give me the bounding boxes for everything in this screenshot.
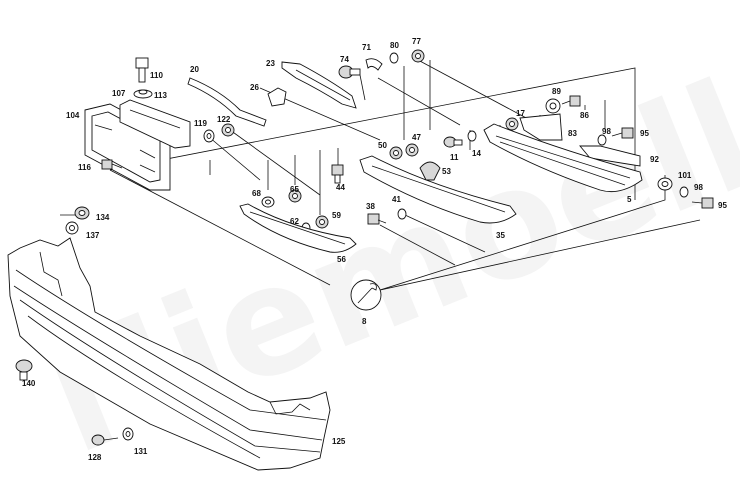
- washer-14-icon: [467, 130, 477, 142]
- screw-74-icon: [338, 65, 361, 79]
- callout-labels: 110 107 113 104 116 20 26 23 74 71 80 77…: [22, 37, 727, 462]
- nut-65-icon: [288, 189, 302, 203]
- leader-lines: [60, 59, 701, 291]
- bolt-110-icon: [135, 57, 149, 83]
- callout-20: 20: [190, 65, 199, 74]
- svg-text:Niemoeller: Niemoeller: [24, 0, 740, 489]
- callout-38: 38: [366, 202, 375, 211]
- plate-bracket: [119, 99, 191, 149]
- washer-137-icon: [65, 221, 79, 235]
- washer-119-icon: [203, 129, 215, 143]
- callout-59: 59: [332, 211, 341, 220]
- callout-86: 86: [580, 111, 589, 120]
- callout-113: 113: [154, 91, 167, 100]
- callout-137: 137: [86, 231, 100, 240]
- callout-98a: 98: [602, 127, 611, 136]
- screw-116-icon: [101, 159, 123, 170]
- callout-17: 17: [516, 109, 525, 118]
- nut-113-icon: [133, 89, 153, 99]
- callout-56: 56: [337, 255, 346, 264]
- callout-98b: 98: [694, 183, 703, 192]
- callout-128: 128: [88, 453, 102, 462]
- bumper-cover: [7, 237, 331, 471]
- callout-95a: 95: [640, 129, 649, 138]
- nut-17-icon: [505, 117, 519, 131]
- bolt-86-icon: [561, 95, 581, 107]
- callout-107: 107: [112, 89, 126, 98]
- callout-65: 65: [290, 185, 299, 194]
- callout-47: 47: [412, 133, 421, 142]
- callout-101: 101: [678, 171, 692, 180]
- clip-53-icon: [419, 161, 441, 181]
- bolt-95-icon: [611, 127, 634, 139]
- washer-101-icon: [657, 177, 673, 191]
- callout-83: 83: [568, 129, 577, 138]
- callout-134: 134: [96, 213, 110, 222]
- callout-122: 122: [217, 115, 231, 124]
- nut-77-icon: [411, 49, 425, 63]
- callout-125: 125: [332, 437, 346, 446]
- callout-92: 92: [650, 155, 659, 164]
- callout-119: 119: [194, 119, 207, 128]
- nut-50-icon: [389, 146, 403, 160]
- callout-44: 44: [336, 183, 345, 192]
- callout-11: 11: [450, 153, 459, 162]
- molding-strip-35: [359, 155, 517, 224]
- nut-134-icon: [74, 206, 90, 220]
- washer-98b-icon: [679, 186, 689, 198]
- molding-strip-56: [239, 203, 357, 253]
- callout-131: 131: [134, 447, 148, 456]
- callout-89: 89: [552, 87, 561, 96]
- callout-14: 14: [472, 149, 481, 158]
- callout-140: 140: [22, 379, 36, 388]
- bolt-140-icon: [15, 359, 33, 381]
- screw-128-icon: [91, 434, 119, 446]
- nut-59-icon: [315, 215, 329, 229]
- bolt-38-icon: [367, 213, 387, 225]
- bracket-strip-23: [281, 61, 357, 109]
- callout-50: 50: [378, 141, 387, 150]
- callout-53: 53: [442, 167, 451, 176]
- washer-68-icon: [261, 196, 275, 208]
- washer-41-icon: [397, 208, 407, 220]
- callout-62: 62: [290, 217, 299, 226]
- clip-26-icon: [267, 87, 287, 107]
- bracket-92: [579, 145, 641, 167]
- nut-47-icon: [405, 143, 419, 157]
- callout-23: 23: [266, 59, 275, 68]
- callout-77: 77: [412, 37, 421, 46]
- bracket-83: [519, 113, 563, 141]
- trim-strip-20: [187, 77, 267, 127]
- callout-68: 68: [252, 189, 261, 198]
- callout-8: 8: [362, 317, 367, 326]
- callout-110: 110: [150, 71, 163, 80]
- callout-26: 26: [250, 83, 259, 92]
- washer-89-icon: [545, 98, 561, 114]
- molding-strip-5: [483, 123, 643, 193]
- washer-131-icon: [122, 427, 134, 441]
- callout-41: 41: [392, 195, 401, 204]
- callout-116: 116: [78, 163, 91, 172]
- watermark: Niemoeller: [24, 0, 740, 489]
- callout-74: 74: [340, 55, 349, 64]
- callout-35: 35: [496, 231, 505, 240]
- callout-95b: 95: [718, 201, 727, 210]
- washer-80-icon: [389, 52, 399, 64]
- clip-71-icon: [365, 58, 383, 71]
- callout-71: 71: [362, 43, 371, 52]
- bolt-11-icon: [443, 136, 463, 148]
- washer-98-icon: [597, 134, 607, 146]
- callout-80: 80: [390, 41, 399, 50]
- bolt-95b-icon: [691, 197, 714, 209]
- callout-104: 104: [66, 111, 80, 120]
- wrench-icon: [350, 279, 382, 311]
- callout-5: 5: [627, 195, 632, 204]
- nut-122-icon: [221, 123, 235, 137]
- bolt-44-icon: [331, 164, 344, 184]
